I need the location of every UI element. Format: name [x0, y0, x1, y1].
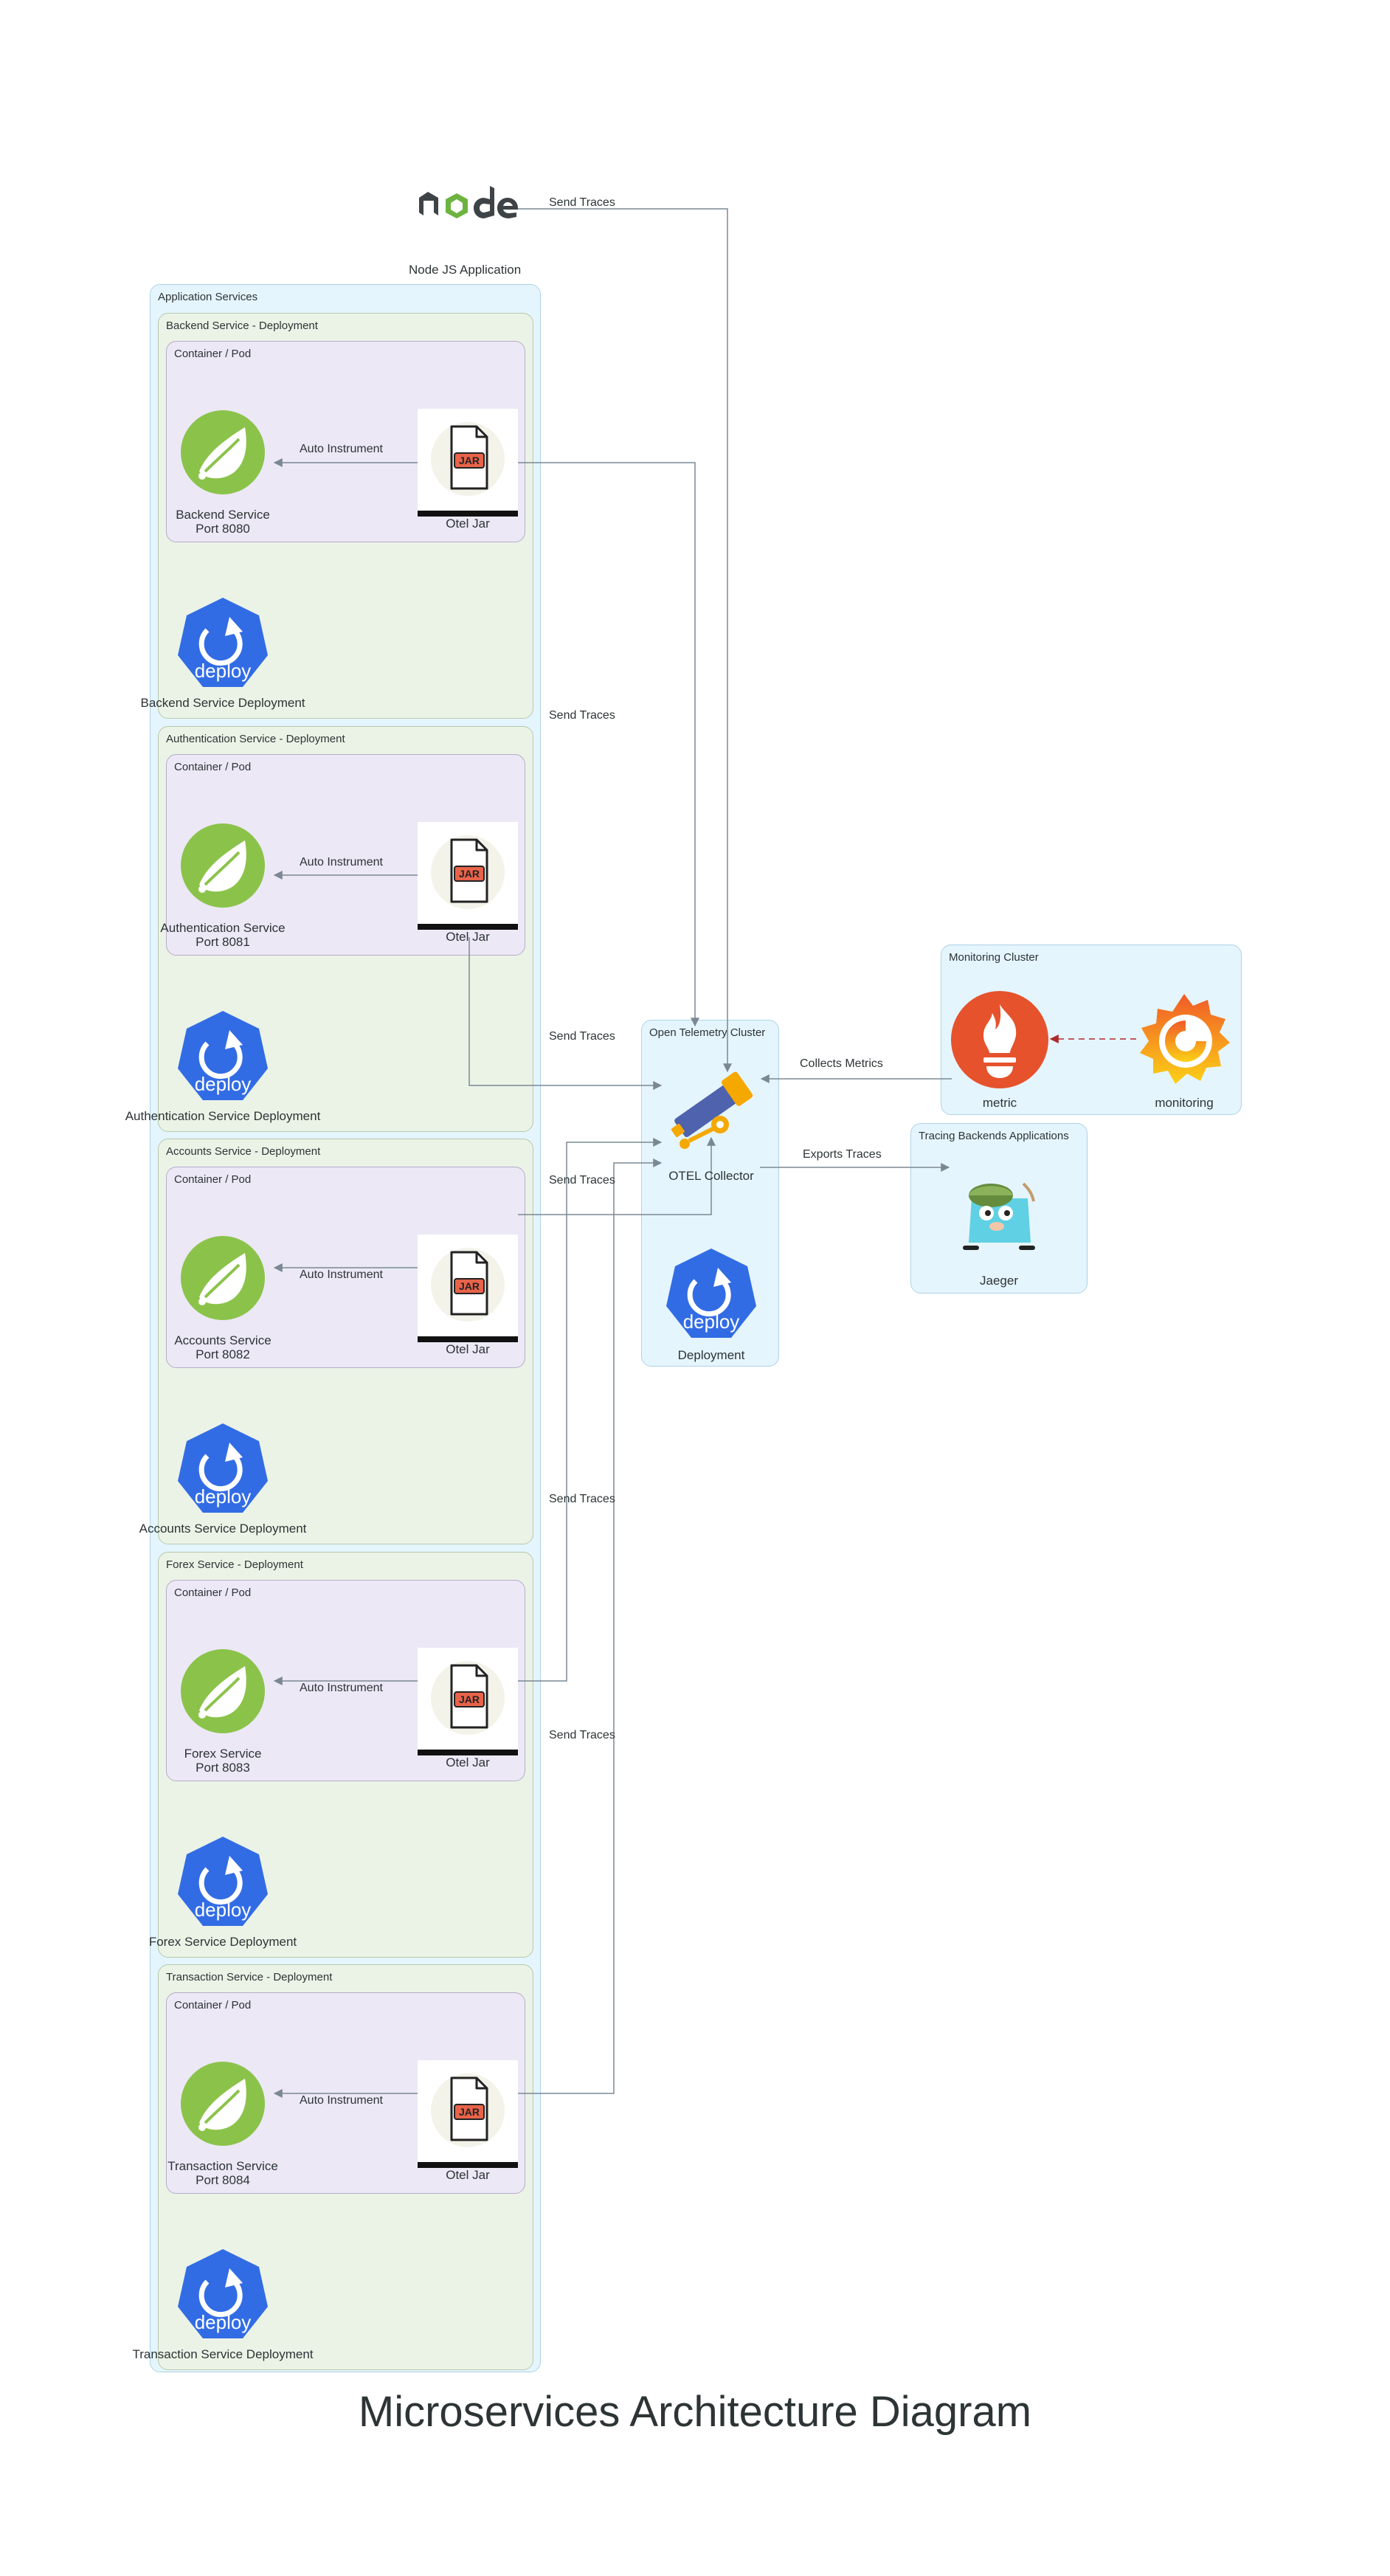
otel-jar-label: Otel Jar	[446, 517, 490, 531]
spring-icon	[181, 2062, 265, 2146]
edge-auth-send-traces	[468, 937, 663, 1090]
edge-transaction-send-traces	[518, 1158, 663, 2094]
auto-instrument-label: Auto Instrument	[300, 1682, 383, 1694]
auto-instrument-label: Auto Instrument	[300, 856, 383, 869]
prometheus-icon	[951, 991, 1048, 1088]
otel-jar-label: Otel Jar	[446, 1342, 490, 1356]
service-label: Authentication Service Port 8081	[160, 921, 286, 949]
deploy-icon: deploy	[178, 598, 268, 687]
deployment-label: Transaction Service Deployment	[132, 2347, 314, 2361]
edge-accounts-send-traces	[518, 1136, 716, 1215]
send-traces-label: Send Traces	[549, 1174, 615, 1187]
monitoring-label: monitoring	[1155, 1096, 1214, 1110]
otel-deployment-label: Deployment	[677, 1348, 745, 1362]
deploy-icon: deploy	[178, 1423, 268, 1513]
svg-text:deploy: deploy	[195, 660, 252, 682]
jar-file-icon: JAR	[418, 822, 518, 930]
auto-instrument-label: Auto Instrument	[300, 443, 383, 455]
spring-icon	[181, 1236, 265, 1320]
send-traces-label: Send Traces	[549, 1030, 615, 1043]
grafana-icon	[1140, 994, 1230, 1084]
otel-jar-label: Otel Jar	[446, 930, 490, 944]
metric-label: metric	[982, 1096, 1017, 1110]
jar-badge-text: JAR	[459, 868, 480, 880]
node-js-application-label: Node JS Application	[409, 263, 522, 277]
jar-file-icon: JAR	[418, 2060, 518, 2168]
jar-file-icon: JAR	[418, 1648, 518, 1755]
deploy-icon: deploy	[178, 1837, 268, 1926]
svg-text:deploy: deploy	[195, 2311, 252, 2333]
otel-collector-label: OTEL Collector	[668, 1169, 754, 1183]
jaeger-icon	[963, 1182, 1035, 1250]
deploy-icon: deploy	[178, 1011, 268, 1100]
deploy-icon: deploy	[666, 1249, 756, 1338]
svg-text:deploy: deploy	[195, 1485, 252, 1508]
auto-instrument-label: Auto Instrument	[300, 2094, 383, 2107]
spring-icon	[181, 1649, 265, 1733]
deployment-label: Authentication Service Deployment	[125, 1109, 321, 1123]
cluster-label: Container / Pod	[174, 1999, 252, 2012]
cluster-label: Transaction Service - Deployment	[166, 1971, 333, 1983]
cluster-label: Container / Pod	[174, 1586, 252, 1599]
cluster-label: Container / Pod	[174, 1173, 252, 1186]
auto-instrument-label: Auto Instrument	[300, 1268, 383, 1281]
spring-icon	[181, 823, 265, 908]
service-label: Forex Service Port 8083	[184, 1747, 262, 1775]
svg-text:deploy: deploy	[195, 1899, 252, 1921]
cluster-label: Backend Service - Deployment	[166, 320, 318, 332]
node-send-traces-label: Send Traces	[549, 196, 615, 209]
exports-traces-label: Exports Traces	[803, 1148, 882, 1161]
deploy-icon: deploy	[178, 2249, 268, 2338]
edge-forex-send-traces	[518, 1138, 663, 1682]
jar-badge-text: JAR	[459, 1280, 480, 1292]
service-label: Transaction Service Port 8084	[167, 2159, 278, 2187]
jar-badge-text: JAR	[459, 455, 480, 466]
cluster-label: Container / Pod	[174, 761, 252, 773]
edge-node-send-traces	[516, 208, 732, 1073]
service-label: Accounts Service Port 8082	[174, 1333, 272, 1361]
send-traces-label: Send Traces	[549, 1729, 615, 1741]
edge-backend-send-traces	[518, 462, 699, 1027]
cluster-label: Monitoring Cluster	[949, 951, 1039, 964]
jar-file-icon: JAR	[418, 1235, 518, 1342]
svg-text:deploy: deploy	[195, 1073, 252, 1095]
collects-metrics-label: Collects Metrics	[800, 1057, 883, 1070]
deployment-label: Forex Service Deployment	[148, 1935, 297, 1949]
diagram-title: Microservices Architecture Diagram	[358, 2388, 1032, 2436]
deployment-label: Accounts Service Deployment	[139, 1522, 307, 1536]
cluster-label: Container / Pod	[174, 348, 252, 360]
otel-jar-label: Otel Jar	[446, 2168, 490, 2182]
deployment-label: Backend Service Deployment	[140, 696, 305, 710]
jar-badge-text: JAR	[459, 1693, 480, 1705]
svg-text:deploy: deploy	[683, 1311, 740, 1333]
otel-collector-icon	[671, 1071, 753, 1149]
cluster-label: Forex Service - Deployment	[166, 1558, 303, 1571]
cluster-label: Tracing Backends Applications	[919, 1130, 1069, 1142]
cluster-label: Application Services	[158, 291, 258, 303]
jaeger-label: Jaeger	[980, 1274, 1018, 1288]
send-traces-label: Send Traces	[549, 1493, 615, 1505]
cluster-label: Open Telemetry Cluster	[649, 1026, 766, 1039]
nodejs-logo-icon	[419, 186, 518, 218]
jar-badge-text: JAR	[459, 2106, 480, 2118]
jar-file-icon: JAR	[418, 409, 518, 517]
cluster-label: Accounts Service - Deployment	[166, 1145, 321, 1158]
service-label: Backend Service Port 8080	[176, 508, 270, 536]
spring-icon	[181, 410, 265, 494]
otel-jar-label: Otel Jar	[446, 1755, 490, 1769]
send-traces-label: Send Traces	[549, 709, 615, 722]
cluster-label: Authentication Service - Deployment	[166, 733, 345, 745]
